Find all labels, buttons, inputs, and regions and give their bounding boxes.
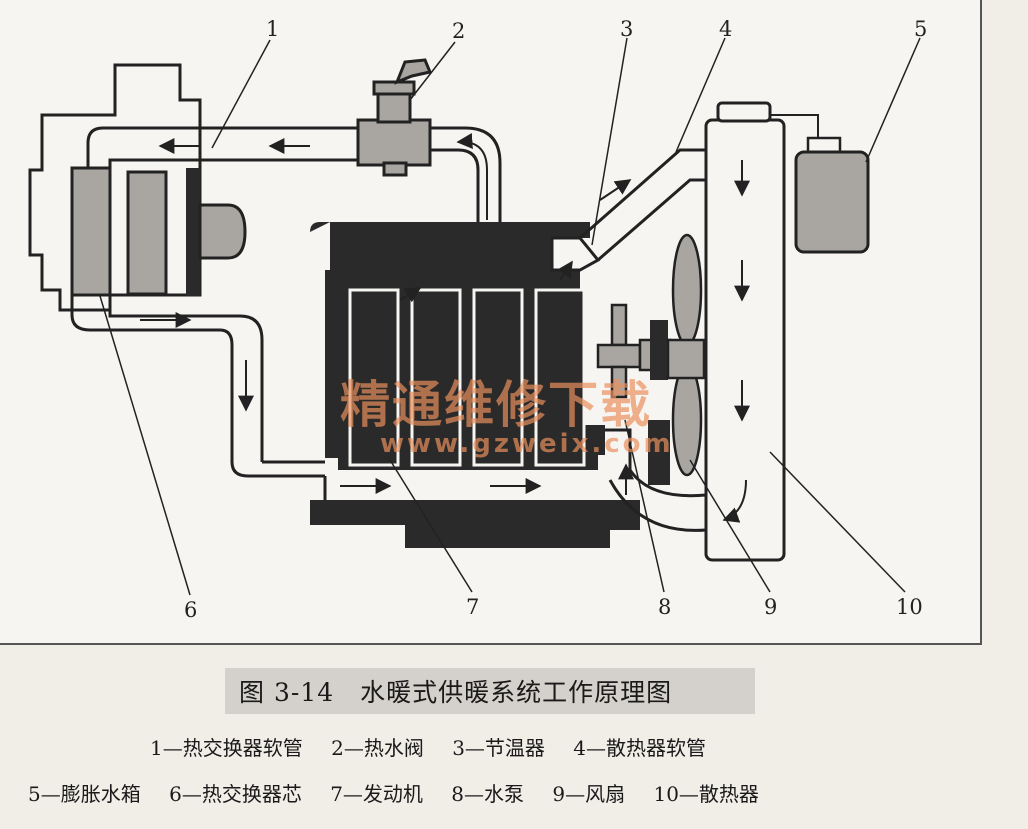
hot-water-valve xyxy=(356,58,433,177)
legend-item: 9—风扇 xyxy=(552,782,626,806)
flow-arrows xyxy=(140,133,750,523)
callout-7: 7 xyxy=(466,595,479,619)
callout-8: 8 xyxy=(658,595,671,619)
legend-item: 2—热水阀 xyxy=(331,736,424,760)
heater-blower-plate xyxy=(186,168,200,296)
heater-blower-motor xyxy=(198,203,247,260)
radiator-hose xyxy=(579,148,706,262)
callout-5: 5 xyxy=(914,17,927,41)
water-pump xyxy=(596,303,672,485)
valve-to-engine-hose xyxy=(430,126,502,255)
legend-item: 1—热交换器软管 xyxy=(150,736,303,760)
legend-line-2: 5—膨胀水箱 6—热交换器芯 7—发动机 8—水泵 9—风扇 10—散热器 xyxy=(28,778,759,807)
engine-lower-passage xyxy=(262,460,327,500)
overflow-tube xyxy=(770,114,819,138)
leader-lines xyxy=(99,37,921,596)
heater-housing xyxy=(28,63,202,312)
legend-item: 8—水泵 xyxy=(451,782,525,806)
callout-3: 3 xyxy=(620,17,633,41)
legend-item: 10—散热器 xyxy=(653,782,759,806)
thermostat-housing xyxy=(550,236,601,272)
figure-caption: 图 3-14 水暖式供暖系统工作原理图 xyxy=(225,668,755,714)
callout-2: 2 xyxy=(452,19,465,43)
expansion-tank xyxy=(794,136,870,254)
cooling-system-diagram: 1 2 3 4 5 6 7 8 9 10 精通维修下载 www.gzweix.c… xyxy=(28,17,927,622)
callout-1: 1 xyxy=(266,17,279,41)
figure-number: 图 3-14 xyxy=(239,678,335,707)
cooling-fan xyxy=(666,233,706,477)
legend-item: 6—热交换器芯 xyxy=(169,782,302,806)
watermark-url: www.gzweix.com xyxy=(380,429,674,459)
heater-core xyxy=(70,166,112,297)
heater-hose-top xyxy=(86,126,375,168)
legend-item: 5—膨胀水箱 xyxy=(28,782,141,806)
legend-line-1: 1—热交换器软管 2—热水阀 3—节温器 4—散热器软管 xyxy=(150,732,706,761)
legend-item: 7—发动机 xyxy=(330,782,423,806)
legend-item: 3—节温器 xyxy=(452,736,545,760)
radiator xyxy=(704,101,786,562)
callout-4: 4 xyxy=(719,17,732,41)
callout-10: 10 xyxy=(896,595,923,619)
figure-title: 水暖式供暖系统工作原理图 xyxy=(360,678,673,707)
watermark-text: 精通维修下载 xyxy=(340,376,652,434)
callout-9: 9 xyxy=(764,595,777,619)
legend-item: 4—散热器软管 xyxy=(573,736,707,760)
engine-block xyxy=(310,222,640,548)
callout-6: 6 xyxy=(184,598,197,622)
heater-blower-wheel xyxy=(126,170,168,296)
heater-return-pipe xyxy=(70,295,325,478)
